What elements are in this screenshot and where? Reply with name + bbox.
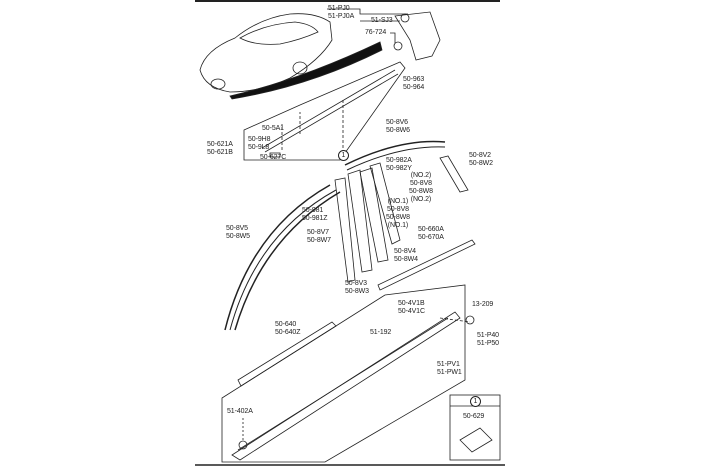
roof-drip-moldings: [224, 140, 446, 331]
label-13-209: 13-209: [472, 301, 494, 308]
bracket-illustration: [327, 8, 441, 61]
label-51-192: 51-192: [370, 329, 392, 336]
side-sill-box: [221, 284, 475, 463]
inset-part-label: 50-629: [463, 413, 485, 420]
callout-marker: 1: [338, 150, 349, 161]
label-50-5a1: 50-5A1: [262, 125, 284, 132]
label-51-402a: 51-402A: [227, 408, 253, 415]
car-illustration: [199, 13, 383, 100]
label-76-724: 76-724: [365, 29, 387, 36]
pillar-garnishes: [334, 155, 469, 283]
label-51-sj3: 51-SJ3: [371, 17, 393, 24]
label-50-627c: 50-627C: [260, 154, 287, 161]
inset-marker: 1: [470, 396, 481, 407]
roof-molding-box: [243, 61, 406, 161]
